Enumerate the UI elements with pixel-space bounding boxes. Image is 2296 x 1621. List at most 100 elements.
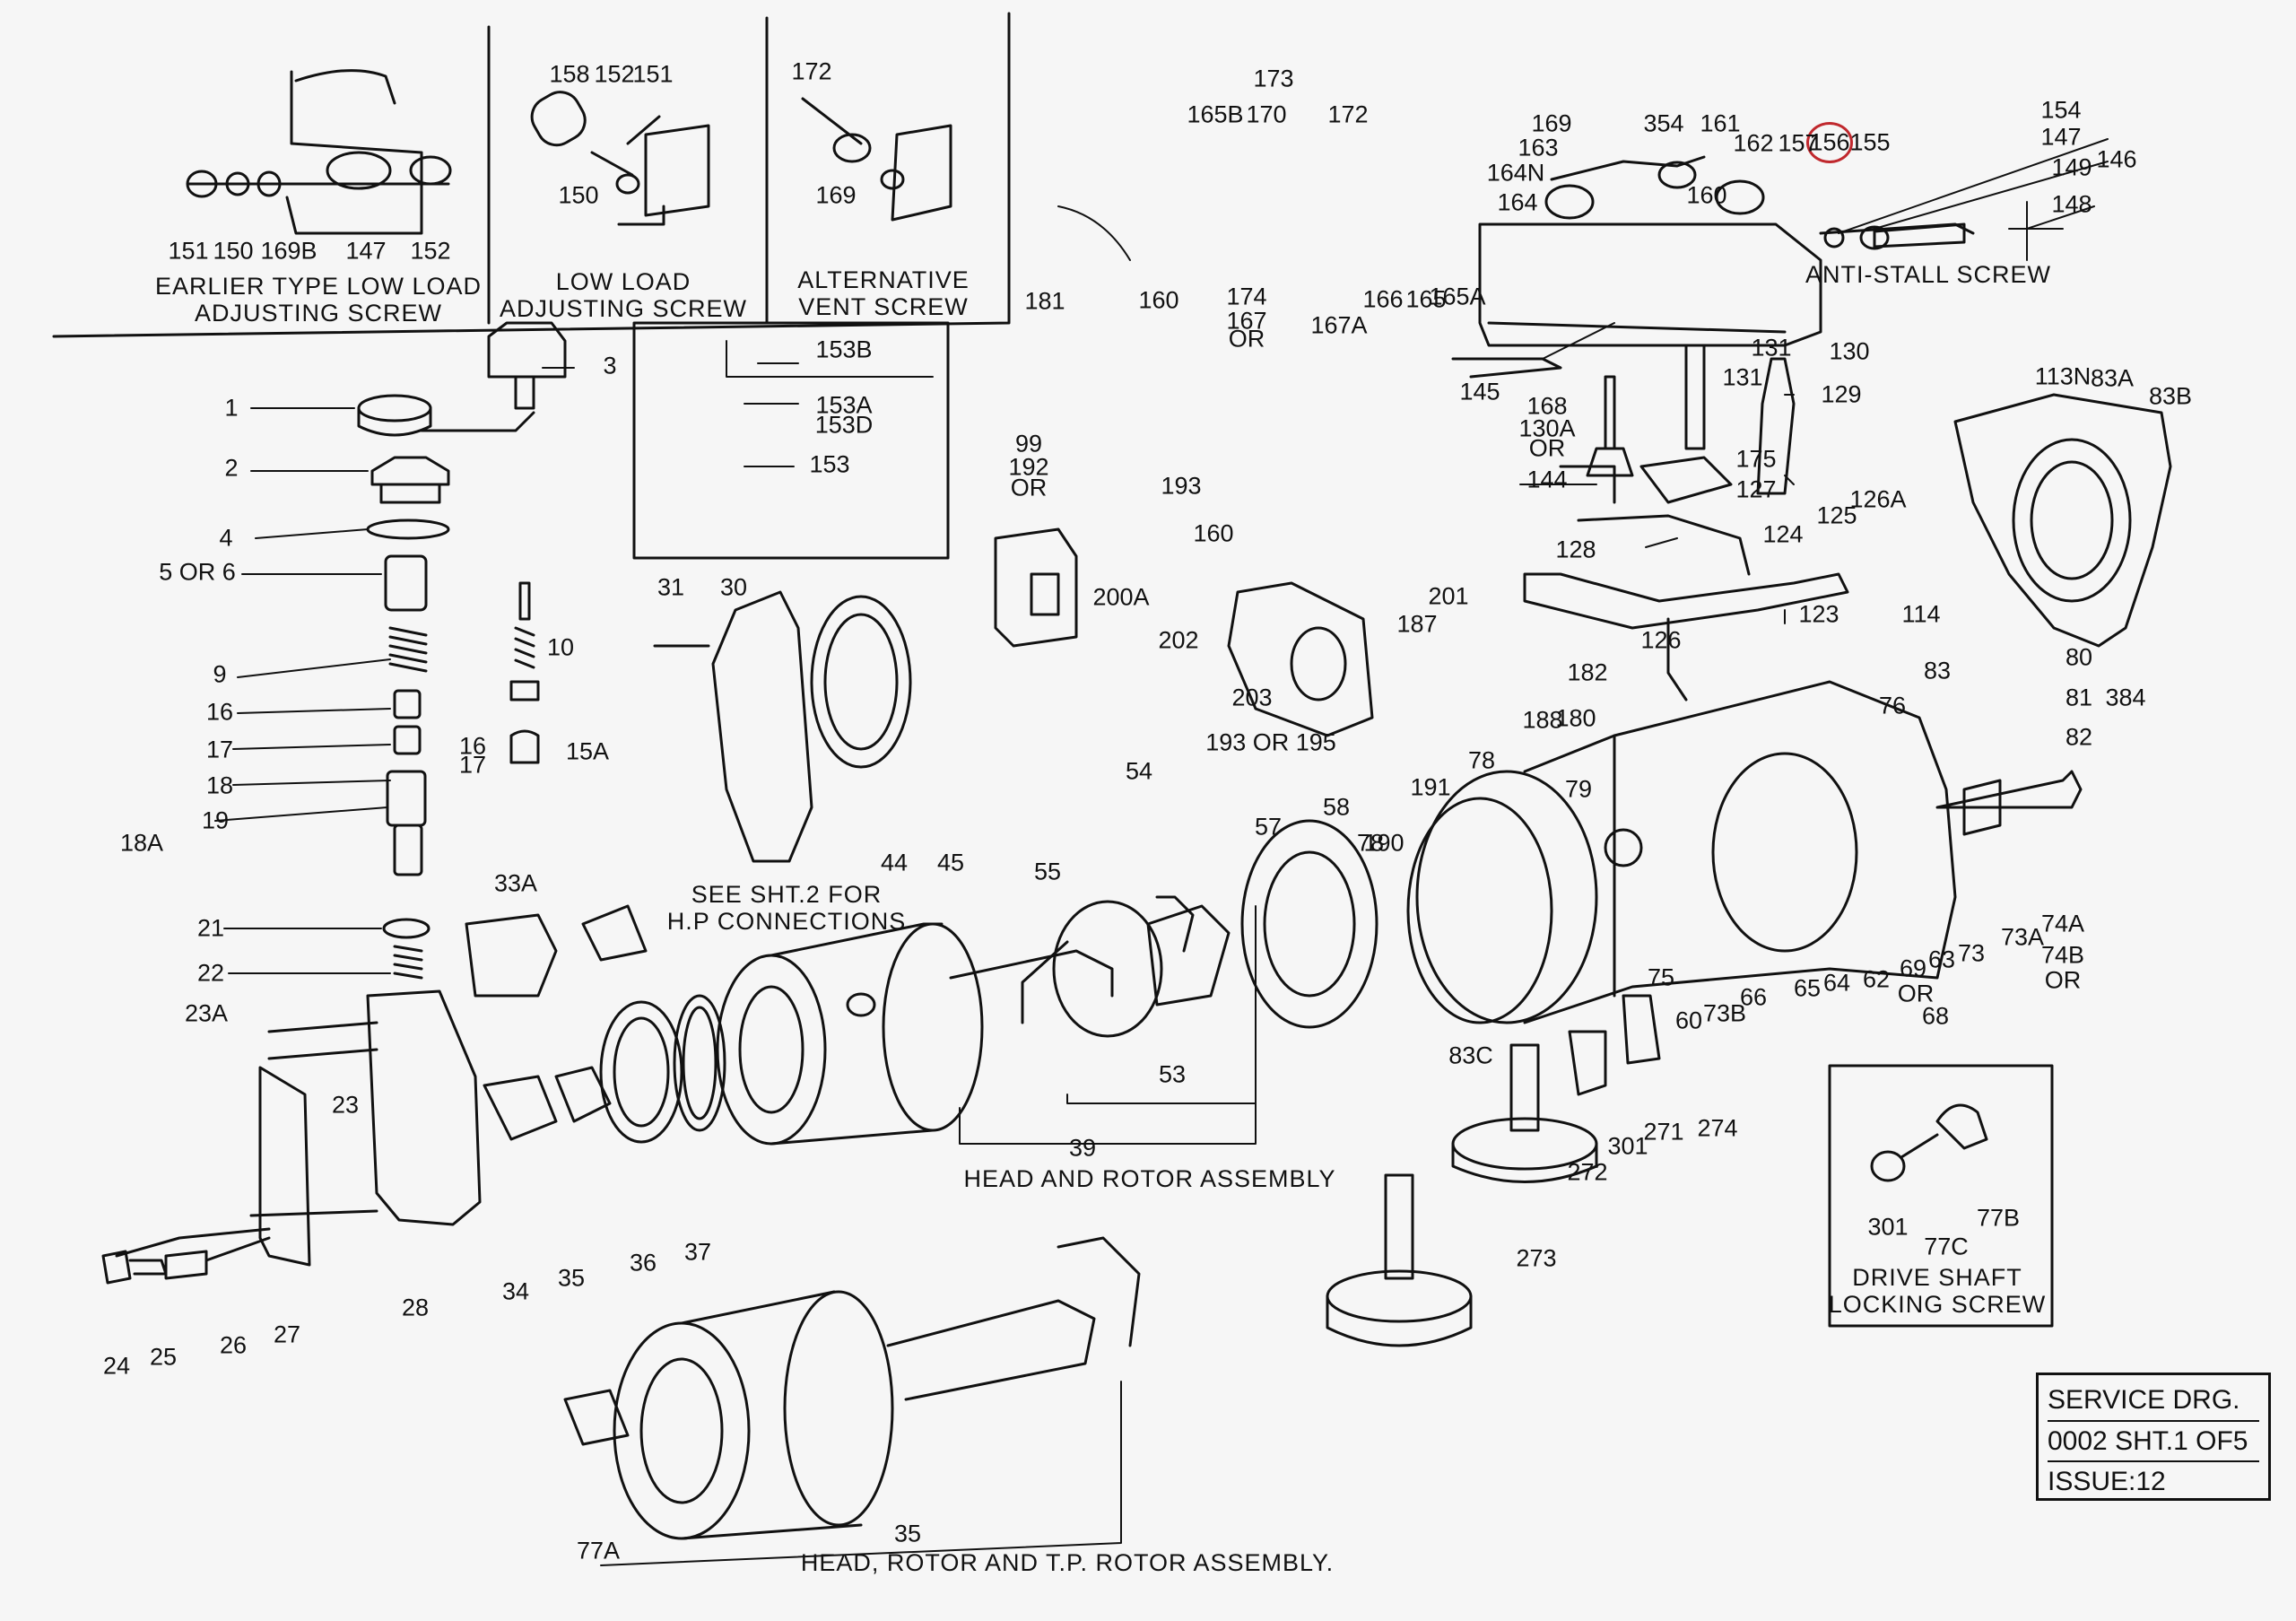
part-label: 76 (1878, 692, 1907, 719)
part-label: OR (1528, 434, 1566, 462)
part-label: 182 (1567, 658, 1608, 686)
part-label: 130 (1829, 337, 1870, 365)
part-label: 152 (594, 60, 635, 88)
part-label: 157 (1778, 129, 1819, 157)
part-label: 125 (1816, 501, 1857, 529)
part-label: 153B (815, 336, 873, 363)
part-label: 162 (1733, 129, 1774, 157)
caption-anti-stall: ANTI-STALL SCREW (1805, 261, 2052, 288)
part-label: 19 (201, 806, 230, 834)
drive-shaft-locking-parts (1870, 1103, 1988, 1182)
part-label: 160 (1138, 286, 1179, 314)
cover-200a (1227, 581, 1374, 737)
alt-vent-parts (801, 97, 952, 222)
part-label: 170 (1246, 100, 1287, 128)
part-label: 148 (2051, 190, 2092, 218)
part-label: 53 (1158, 1060, 1187, 1088)
inset-caption-drive-shaft: DRIVE SHAFT LOCKING SCREW (1828, 1264, 2047, 1318)
part-label: 200A (1092, 583, 1150, 611)
part-label: 193 (1161, 472, 1202, 500)
part-label: 131 (1722, 363, 1763, 391)
part-label: 156 (1809, 128, 1850, 156)
part-label: 165B (1187, 100, 1244, 128)
part-label: 22 (196, 959, 225, 987)
part-label: 31 (657, 573, 685, 601)
inset-caption-earlier-low-load: EARLIER TYPE LOW LOAD ADJUSTING SCREW (154, 273, 483, 327)
part-label: 73B (1702, 999, 1747, 1027)
part-label: 80 (2065, 643, 2093, 671)
part-label: 54 (1125, 757, 1153, 785)
part-label: 161 (1700, 109, 1741, 137)
part-label: 153D (814, 411, 874, 439)
part-label: 75 (1647, 963, 1675, 991)
part-label: 114 (1901, 600, 1941, 628)
part-label: 37 (683, 1238, 712, 1266)
part-label: 18 (205, 771, 234, 799)
part-label: 16 (458, 732, 487, 760)
part-label: 35 (557, 1264, 586, 1292)
part-label: 2 (224, 454, 239, 482)
plate-30 (653, 590, 912, 863)
pump-body-78 (1406, 680, 2083, 1024)
part-label: 4 (219, 524, 233, 552)
part-label: 83B (2148, 382, 2193, 410)
part-label: 274 (1697, 1114, 1738, 1142)
part-label: 77B (1976, 1204, 2021, 1232)
inset-frame-77 (1828, 1064, 2054, 1328)
part-label: 69 (1899, 954, 1927, 982)
head-rotor-39a (563, 1236, 1141, 1540)
part-label: 74B (2040, 941, 2085, 969)
part-label: 99 (1014, 430, 1043, 458)
part-label: 181 (1024, 287, 1065, 315)
part-label: 62 (1862, 965, 1891, 993)
part-label: 24 (102, 1352, 131, 1380)
part-label: 58 (1322, 793, 1351, 821)
part-label: 10 (546, 633, 575, 661)
part-label: 30 (719, 573, 748, 601)
part-label: 83C (1448, 1041, 1493, 1069)
part-label: 193 OR 195 (1205, 728, 1336, 756)
studs-129-130 (1559, 344, 1796, 504)
part-label: 23 (331, 1091, 360, 1119)
flange-83a (1953, 393, 2172, 648)
cover-193 (994, 527, 1078, 648)
inset-frame-153 (632, 321, 950, 560)
part-label: 128 (1555, 536, 1596, 563)
leader-lines (214, 138, 2109, 1566)
part-label: 25 (149, 1343, 178, 1371)
part-label: 83A (2090, 364, 2135, 392)
small-parts-33-35 (465, 904, 648, 1141)
part-label: 153A (815, 391, 873, 419)
part-label: 33A (493, 869, 538, 897)
part-label: 113N (2034, 362, 2092, 390)
part-label: 60 (1674, 1007, 1703, 1034)
title-block-line3: ISSUE:12 (2048, 1460, 2259, 1502)
part-label: 163 (1518, 134, 1559, 161)
part-label: 73A (2000, 923, 2045, 951)
part-label: 27 (273, 1320, 301, 1348)
part-label: 73 (1957, 939, 1986, 967)
part-label: 21 (196, 914, 225, 942)
part-label: 187 (1396, 610, 1438, 638)
inset-caption-low-load: LOW LOAD ADJUSTING SCREW (499, 268, 748, 322)
low-load-parts (530, 91, 710, 226)
head-rotor-39 (716, 922, 1114, 1146)
part-label: 131 (1751, 334, 1792, 362)
earlier-low-load-parts (186, 69, 452, 235)
part-label: 166 (1362, 285, 1404, 313)
part-label: 165A (1429, 283, 1486, 310)
part-label: 172 (791, 57, 832, 85)
part-label: 64 (1822, 969, 1851, 997)
part-label: 301 (1867, 1213, 1909, 1241)
part-label: 9 (213, 660, 227, 688)
governor-housing (1451, 155, 1975, 379)
part-label: 164N (1486, 159, 1545, 187)
part-label: 173 (1253, 65, 1294, 92)
part-label: 146 (2096, 145, 2137, 173)
part-label: 26 (219, 1331, 248, 1359)
part-label: 63 (1927, 946, 1956, 973)
part-label: 57 (1254, 813, 1283, 841)
part-label: 81 (2065, 684, 2093, 711)
part-label: 126 (1640, 626, 1682, 654)
